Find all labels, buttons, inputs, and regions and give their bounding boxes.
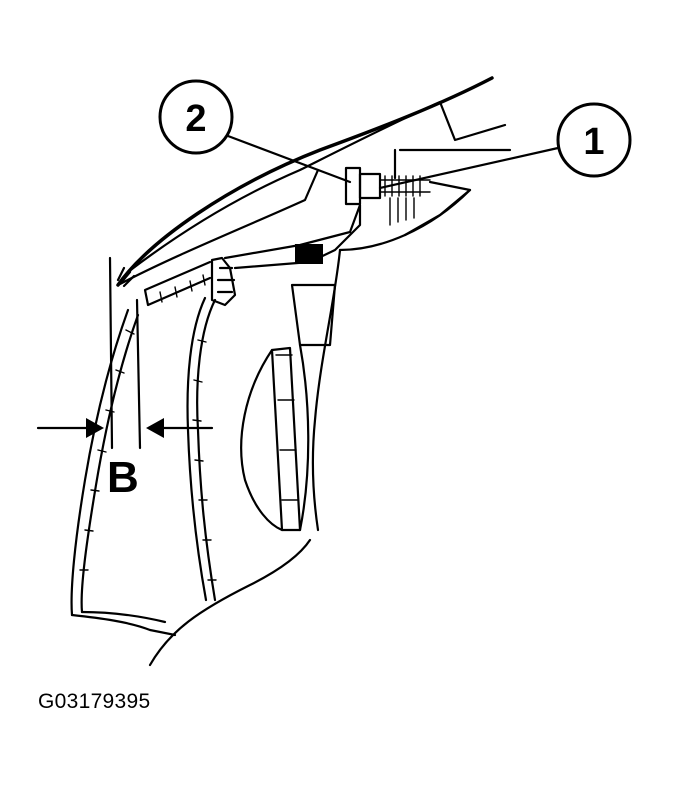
interior-handle — [240, 283, 337, 532]
callout-2: 2 — [158, 79, 352, 184]
door-inner-panel — [70, 188, 472, 667]
dimension-b-indicator: B — [36, 256, 214, 502]
figure-reference-code: G03179395 — [38, 690, 151, 713]
callout-1-number: 1 — [583, 121, 604, 163]
left-arrow — [36, 418, 104, 438]
upper-body-panel — [116, 76, 507, 288]
callout-2-number: 2 — [185, 98, 206, 140]
right-arrow — [146, 418, 214, 438]
callout-1: 1 — [378, 102, 632, 190]
dimension-b-label: B — [107, 453, 139, 502]
seal-bracket — [143, 203, 362, 307]
